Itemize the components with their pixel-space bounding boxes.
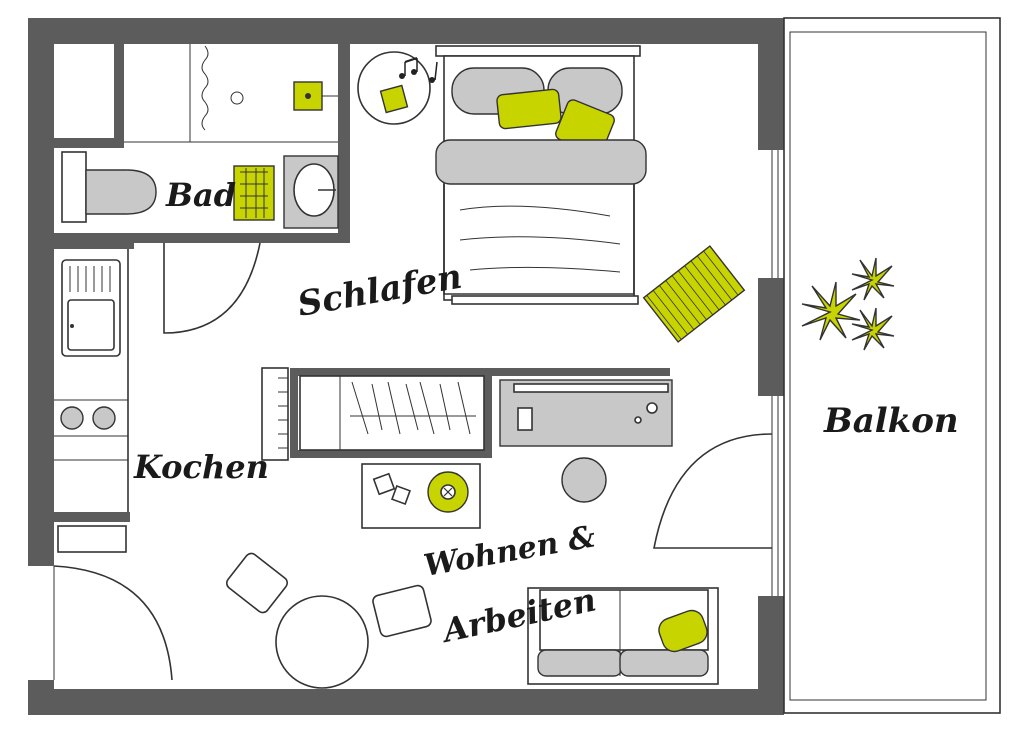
wall-right-bottom [758,596,784,715]
bathroom [61,44,339,334]
wall-kitchen-end [54,512,130,522]
duvet [435,139,647,185]
plant-icon [801,257,895,351]
wall-left-upper [28,18,54,566]
wall-kitchen-stub [54,243,134,249]
wall-bath-inner [114,40,124,144]
toilet-tank [61,151,87,223]
balcony-door [653,433,773,549]
wardrobe [261,367,673,461]
stove-burner-left [60,406,84,430]
towel [233,165,275,221]
music-notes-icon [399,57,438,83]
bedroom [357,45,746,343]
entrance-door [53,565,173,681]
chair-right [372,584,432,638]
stool [561,457,607,503]
label-bath: Bad [165,176,236,214]
label-sleep: Schlafen [295,257,465,325]
stove-burner-right [92,406,116,430]
wall-bath-bottom [54,233,350,243]
chair-left [225,552,289,614]
toilet-bowl [85,169,157,215]
kitchen-appliance [57,525,127,553]
wall-right-mid [758,278,784,396]
bed-headboard [435,45,641,57]
wall-bath-shelf [54,138,124,148]
walls [28,18,784,715]
dining-table [275,595,369,689]
living-area [225,433,773,689]
wall-right-top [758,18,784,150]
balcony [783,17,1001,714]
rug-icon [642,245,746,343]
wall-bath-right [338,40,350,240]
label-balcony: Balkon [823,401,959,441]
wall-top [28,18,784,44]
pillow-icon [496,88,562,130]
label-kitchen: Kochen [133,448,269,486]
wall-bottom [28,689,784,715]
kitchen [54,249,129,553]
label-living-1: Wohnen & [421,519,598,584]
bath-door [163,242,261,334]
